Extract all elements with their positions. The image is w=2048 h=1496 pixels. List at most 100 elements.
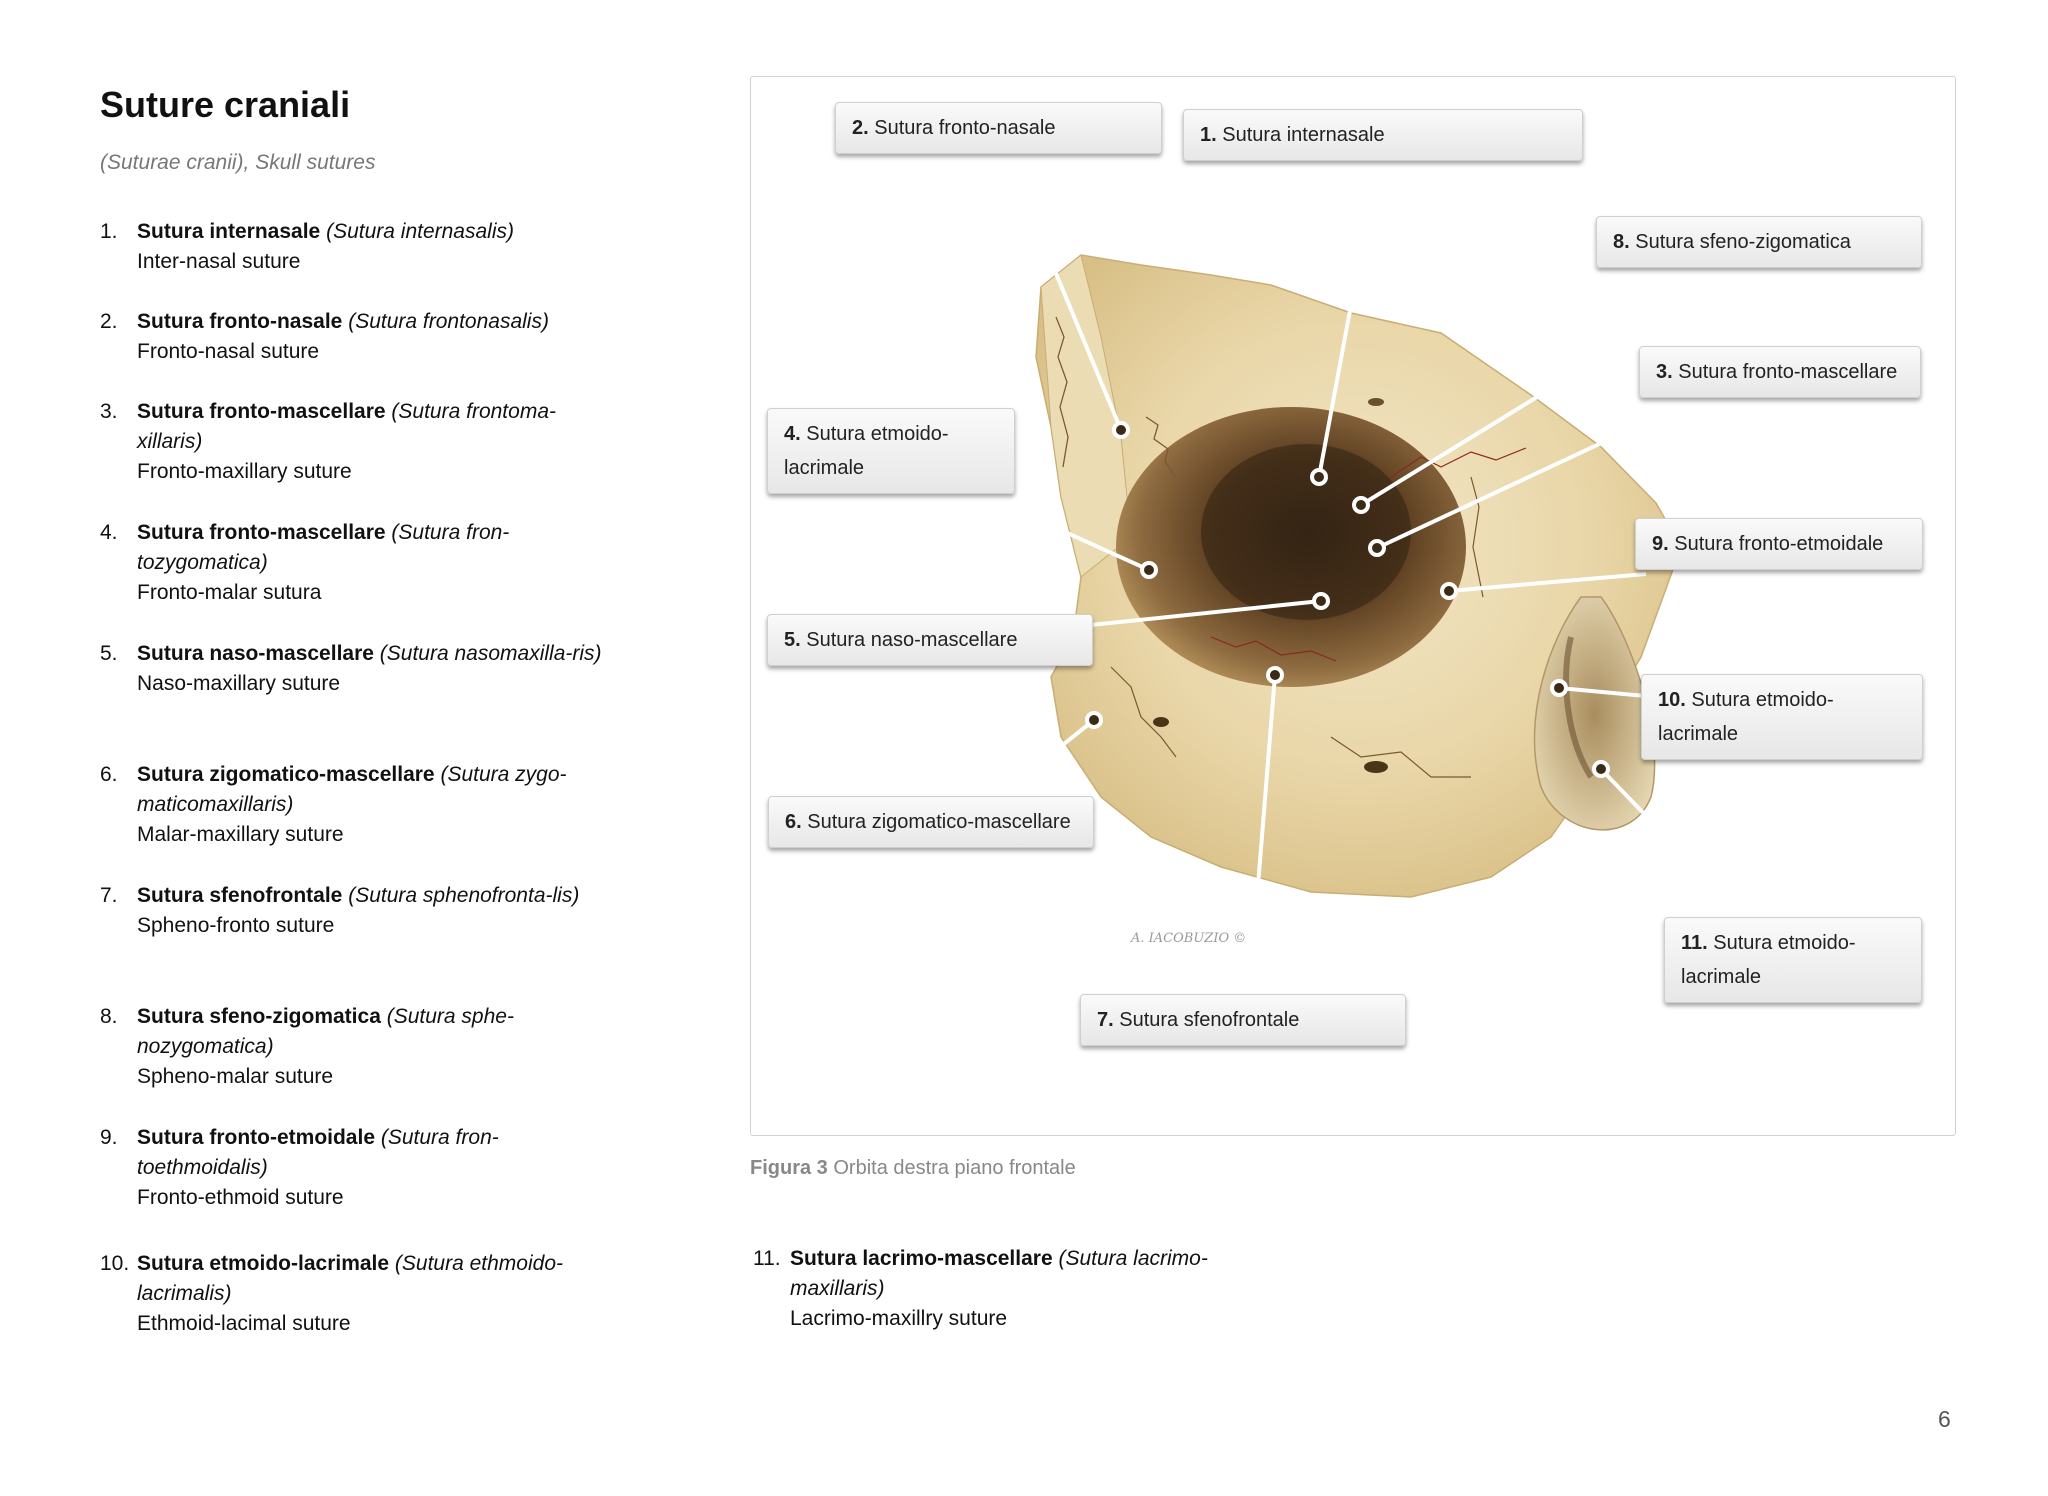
leader-line-4 (1000, 501, 1150, 572)
figure-label-4: 4. Sutura etmoido-lacrimale (767, 408, 1015, 494)
suture-item-5: 5. Sutura naso-mascellare (Sutura nasoma… (100, 639, 620, 699)
suture-item-11: 11. Sutura lacrimo-mascellare (Sutura la… (753, 1244, 1273, 1334)
suture-latin-name: (Sutura sphe-nozygomatica) (137, 1005, 514, 1058)
label-text: Sutura etmoido-lacrimale (1658, 689, 1834, 745)
label-number: 4. (784, 423, 801, 445)
suture-name: Sutura etmoido-lacrimale (137, 1252, 390, 1275)
leader-line-9 (1448, 572, 1647, 593)
suture-item-6: 6. Sutura zigomatico-mascellare (Sutura … (100, 760, 620, 850)
suture-line (1110, 666, 1177, 758)
suture-latin-name: (Sutura internasalis) (326, 220, 514, 243)
suture-number: 10. (100, 1252, 130, 1275)
suture-english-name: Lacrimo-maxillry suture (790, 1307, 1008, 1330)
suture-item-8: 8. Sutura sfeno-zigomatica (Sutura sphe-… (100, 1002, 620, 1092)
label-number: 6. (785, 811, 802, 833)
label-number: 5. (784, 629, 801, 651)
label-number: 2. (852, 117, 869, 139)
suture-latin-name: (Sutura zygo-maticomaxillaris) (137, 763, 567, 816)
figure-caption: Figura 3 Orbita destra piano frontale (750, 1157, 1076, 1180)
figure-label-3: 3. Sutura fronto-mascellare (1639, 346, 1921, 398)
figure-frame: A. IACOBUZIO © 2. Sutura fronto-nasale 1… (750, 76, 1956, 1136)
foramen (1368, 398, 1384, 406)
suture-line (1210, 636, 1337, 662)
suture-number: 1. (100, 220, 118, 243)
suture-english-name: Fronto-nasal suture (137, 340, 320, 363)
figure-label-5: 5. Sutura naso-mascellare (767, 614, 1093, 666)
leader-line-5 (1090, 599, 1322, 627)
label-number: 3. (1656, 361, 1673, 383)
foramen (1153, 717, 1169, 727)
suture-line (1390, 447, 1527, 478)
pointer-7 (1266, 666, 1284, 684)
orbit-depth-shadow (1201, 444, 1411, 620)
suture-name: Sutura sfeno-zigomatica (137, 1005, 381, 1028)
illustrator-signature: A. IACOBUZIO © (1130, 931, 1246, 946)
figure-label-8: 8. Sutura sfeno-zigomatica (1596, 216, 1922, 268)
label-text: Sutura sfenofrontale (1119, 1009, 1300, 1031)
leader-line-10 (1558, 686, 1657, 699)
label-number: 1. (1200, 124, 1217, 146)
leader-line-8 (1359, 279, 1728, 507)
label-number: 10. (1658, 689, 1686, 711)
suture-name: Sutura sfenofrontale (137, 884, 343, 907)
label-number: 8. (1613, 231, 1630, 253)
pointer-2 (1112, 421, 1130, 439)
label-number: 11. (1681, 932, 1708, 954)
suture-name: Sutura naso-mascellare (137, 642, 374, 665)
pointer-8 (1352, 496, 1370, 514)
suture-english-name: Spheno-malar suture (137, 1065, 334, 1088)
suture-item-1: 1. Sutura internasale (Sutura internasal… (100, 217, 620, 277)
suture-latin-name: (Sutura lacrimo-maxillaris) (790, 1247, 1208, 1300)
figure-label-11: 11. Sutura etmoido-lacrimale (1664, 917, 1922, 1003)
suture-latin-name: (Sutura fron-toethmoidalis) (137, 1126, 499, 1179)
label-text: Sutura naso-mascellare (806, 629, 1018, 651)
label-text: Sutura etmoido-lacrimale (1681, 932, 1856, 988)
suture-line (1330, 736, 1471, 778)
suture-item-2: 2. Sutura fronto-nasale (Sutura frontona… (100, 307, 620, 367)
label-text: Sutura etmoido-lacrimale (784, 423, 949, 479)
suture-name: Sutura fronto-mascellare (137, 400, 386, 423)
suture-english-name: Inter-nasal suture (137, 250, 301, 273)
page-number: 6 (1938, 1406, 1951, 1432)
suture-line (1055, 316, 1069, 468)
suture-number: 8. (100, 1005, 118, 1028)
label-text: Sutura sfeno-zigomatica (1635, 231, 1851, 253)
suture-item-4: 4. Sutura fronto-mascellare (Sutura fron… (100, 518, 620, 608)
foramen (1364, 761, 1388, 773)
label-text: Sutura zigomatico-mascellare (807, 811, 1071, 833)
page-subtitle: (Suturae cranii), Skull sutures (100, 151, 376, 174)
leader-line-3 (1376, 400, 1690, 550)
figure-caption-text: Orbita destra piano frontale (833, 1157, 1076, 1179)
suture-number: 11. (753, 1247, 781, 1270)
suture-name: Sutura fronto-nasale (137, 310, 343, 333)
suture-name: Sutura fronto-etmoidale (137, 1126, 376, 1149)
suture-latin-name: (Sutura ethmoido-lacrimalis) (137, 1252, 563, 1305)
suture-name: Sutura lacrimo-mascellare (790, 1247, 1053, 1270)
suture-item-3: 3. Sutura fronto-mascellare (Sutura fron… (100, 397, 620, 487)
leader-line-6 (989, 718, 1096, 804)
suture-number: 4. (100, 521, 118, 544)
suture-name: Sutura zigomatico-mascellare (137, 763, 435, 786)
pointer-9 (1440, 582, 1458, 600)
suture-latin-name: (Sutura frontonasalis) (348, 310, 549, 333)
suture-number: 2. (100, 310, 118, 333)
leader-pointers (1085, 421, 1610, 778)
figure-label-2: 2. Sutura fronto-nasale (835, 102, 1162, 154)
pointer-11 (1592, 760, 1610, 778)
suture-number: 6. (100, 763, 118, 786)
figure-label-9: 9. Sutura fronto-etmoidale (1635, 518, 1923, 570)
figure-label-6: 6. Sutura zigomatico-mascellare (768, 796, 1094, 848)
suture-item-7: 7. Sutura sfenofrontale (Sutura sphenofr… (100, 881, 620, 941)
label-text: Sutura internasale (1222, 124, 1385, 146)
pointer-1 (1310, 468, 1328, 486)
suture-english-name: Fronto-ethmoid suture (137, 1186, 344, 1209)
suture-english-name: Fronto-malar sutura (137, 581, 322, 604)
label-number: 9. (1652, 533, 1669, 555)
suture-latin-name: (Sutura nasomaxilla-ris) (379, 642, 602, 665)
pointer-6 (1085, 711, 1103, 729)
suture-name: Sutura internasale (137, 220, 321, 243)
suture-number: 3. (100, 400, 118, 423)
suture-latin-name: (Sutura fron-tozygomatica) (137, 521, 510, 574)
suture-number: 7. (100, 884, 118, 907)
leader-line-2 (1009, 164, 1123, 431)
